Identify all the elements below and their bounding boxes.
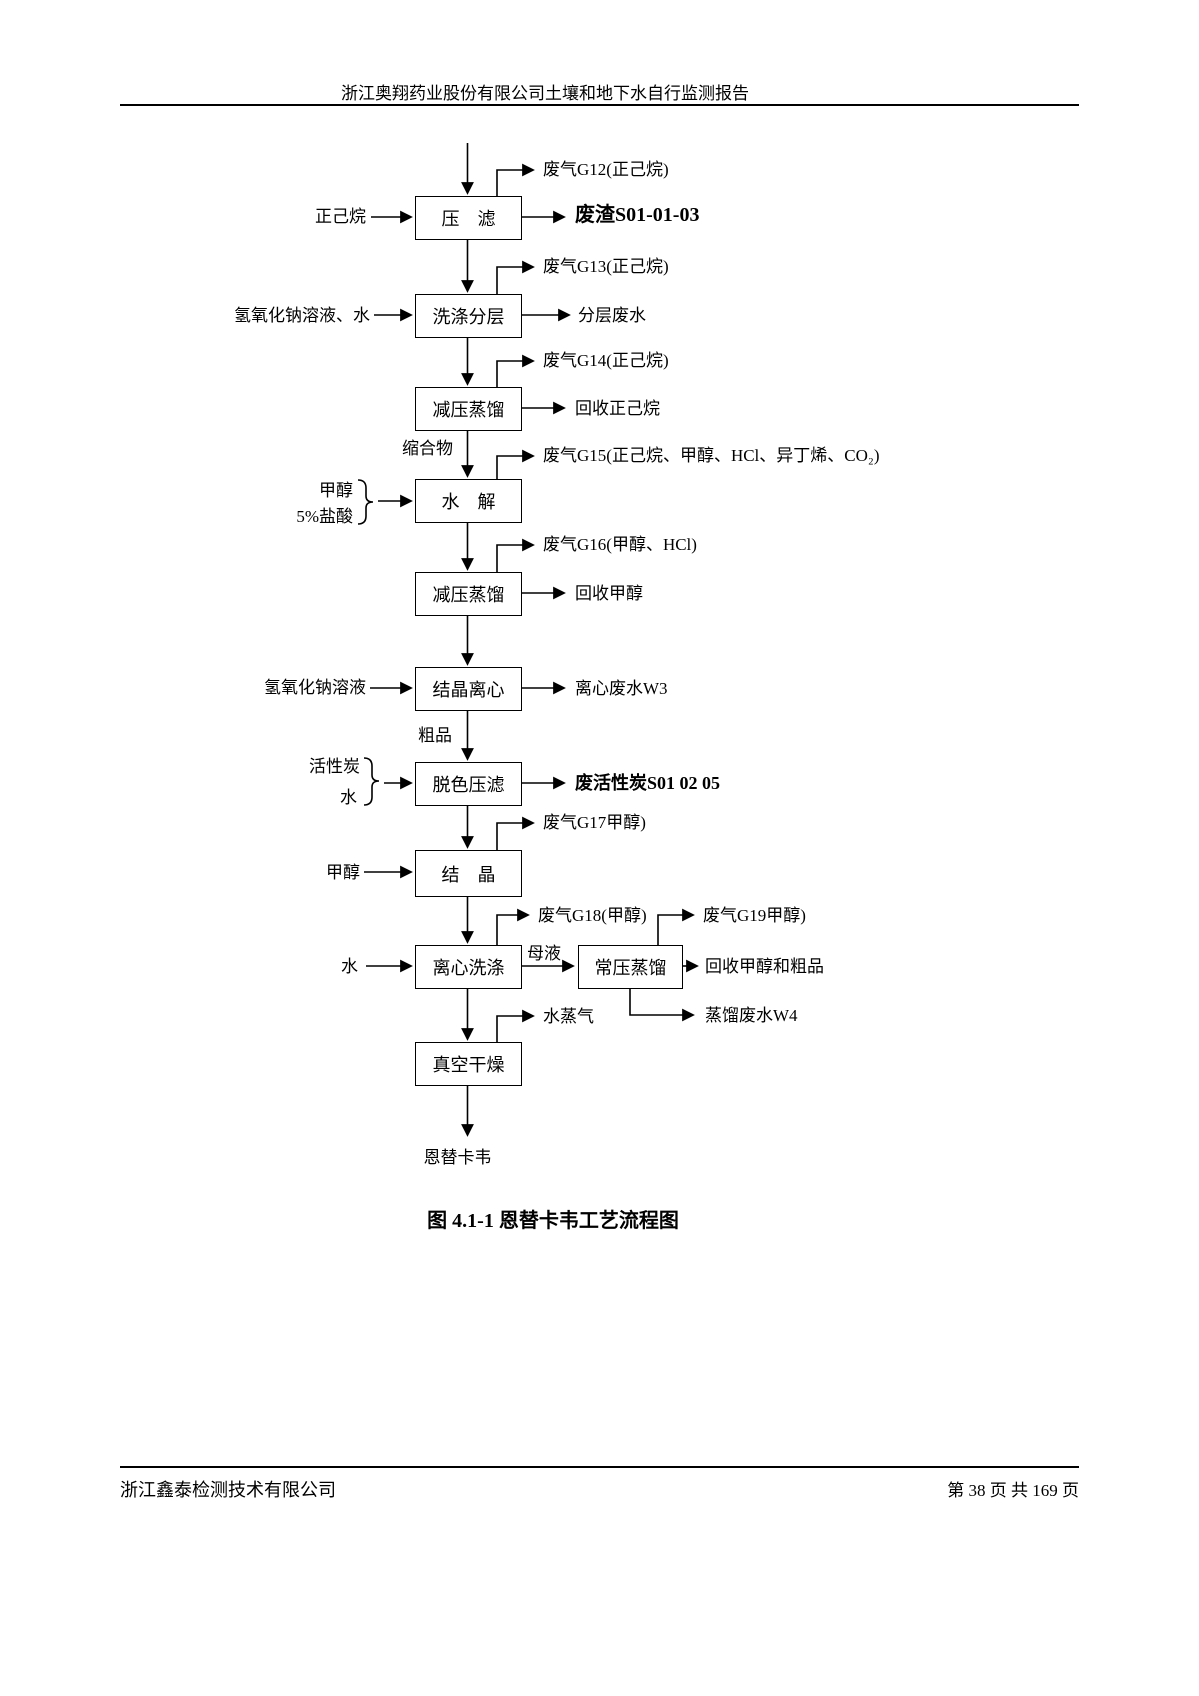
- label-final-product: 恩替卡韦: [423, 1148, 492, 1167]
- label-naoh-input: 氢氧化钠溶液: [264, 678, 366, 697]
- branch-offgas-g13: [496, 260, 535, 294]
- label-offgas-g18: 废气G18(甲醇): [538, 906, 647, 925]
- box-washing-layering: 洗涤分层: [415, 294, 522, 338]
- grouping-braces: [357, 479, 380, 806]
- box-vacuum-drying: 真空干燥: [415, 1042, 522, 1086]
- label-condensate: 缩合物: [402, 439, 453, 458]
- label-water-input-decolor: 水: [340, 788, 357, 807]
- label-offgas-g13: 废气G13(正己烷): [543, 257, 669, 276]
- label-naoh-water-input: 氢氧化钠溶液、水: [234, 306, 370, 325]
- label-recovered-methanol-crude: 回收甲醇和粗品: [705, 957, 824, 976]
- branch-offgas-g19: [657, 908, 695, 945]
- header-rule: [120, 104, 1079, 106]
- label-offgas-g14: 废气G14(正己烷): [543, 351, 669, 370]
- box-press-filtration: 压 滤: [415, 196, 522, 240]
- branch-offgas-g16: [496, 538, 535, 572]
- label-methanol-hydrolysis: 甲醇: [319, 481, 353, 500]
- label-activated-carbon-input: 活性炭: [309, 757, 360, 776]
- box-centrifugal-washing: 离心洗涤: [415, 945, 522, 989]
- label-methanol-input-crystallization: 甲醇: [326, 863, 360, 882]
- brace-carbon-water-group: [363, 757, 380, 806]
- output-lines: [520, 210, 699, 1022]
- box-vacuum-distillation-1: 减压蒸馏: [415, 387, 522, 431]
- box-vacuum-distillation-2: 减压蒸馏: [415, 572, 522, 616]
- branch-offgas-g15: [496, 449, 535, 479]
- emission-branch-lines: [496, 163, 695, 1042]
- header-title: 浙江奥翔药业股份有限公司土壤和地下水自行监测报告: [341, 84, 749, 103]
- input-lines: [364, 210, 413, 973]
- branch-steam: [496, 1009, 535, 1042]
- label-spent-activated-carbon: 废活性炭S01 02 05: [575, 773, 721, 793]
- branch-offgas-g18: [496, 908, 530, 945]
- label-crude-product: 粗品: [418, 726, 452, 745]
- label-hcl-hydrolysis: 5%盐酸: [296, 507, 353, 526]
- label-hexane-input: 正己烷: [315, 207, 366, 226]
- footer-company: 浙江鑫泰检测技术有限公司: [120, 1480, 336, 1500]
- label-distillation-wastewater-w4: 蒸馏废水W4: [705, 1006, 798, 1025]
- label-mother-liquor: 母液: [527, 944, 561, 963]
- label-waste-residue: 废渣S01-01-03: [575, 204, 700, 226]
- arrow-distillation-wastewater: [629, 987, 695, 1022]
- footer-rule: [120, 1466, 1079, 1468]
- label-steam: 水蒸气: [543, 1007, 594, 1026]
- label-offgas-g15: 废气G15(正己烷、甲醇、HCl、异丁烯、CO₂): [543, 446, 880, 465]
- branch-offgas-g12: [496, 163, 535, 196]
- box-hydrolysis: 水 解: [415, 479, 522, 523]
- box-crystallization: 结 晶: [415, 850, 522, 897]
- label-offgas-g17: 废气G17甲醇): [543, 813, 646, 832]
- label-recovered-methanol: 回收甲醇: [575, 584, 643, 603]
- brace-methanol-hcl-group: [357, 479, 374, 525]
- label-offgas-g19: 废气G19甲醇): [703, 906, 806, 925]
- footer-page-number: 第 38 页 共 169 页: [947, 1481, 1079, 1500]
- branch-offgas-g14: [496, 354, 535, 387]
- figure-caption: 图 4.1-1 恩替卡韦工艺流程图: [427, 1210, 679, 1232]
- box-decolor-press-filtration: 脱色压滤: [415, 762, 522, 806]
- box-crystallization-centrifugation: 结晶离心: [415, 667, 522, 711]
- label-centrifuge-wastewater-w3: 离心废水W3: [575, 679, 668, 698]
- label-layered-wastewater: 分层废水: [578, 306, 646, 325]
- label-recovered-hexane: 回收正己烷: [575, 399, 660, 418]
- branch-offgas-g17: [496, 816, 535, 850]
- label-water-input-washing: 水: [341, 957, 358, 976]
- box-atmospheric-distillation: 常压蒸馏: [578, 945, 683, 989]
- label-offgas-g16: 废气G16(甲醇、HCl): [543, 535, 697, 554]
- label-offgas-g12: 废气G12(正己烷): [543, 160, 669, 179]
